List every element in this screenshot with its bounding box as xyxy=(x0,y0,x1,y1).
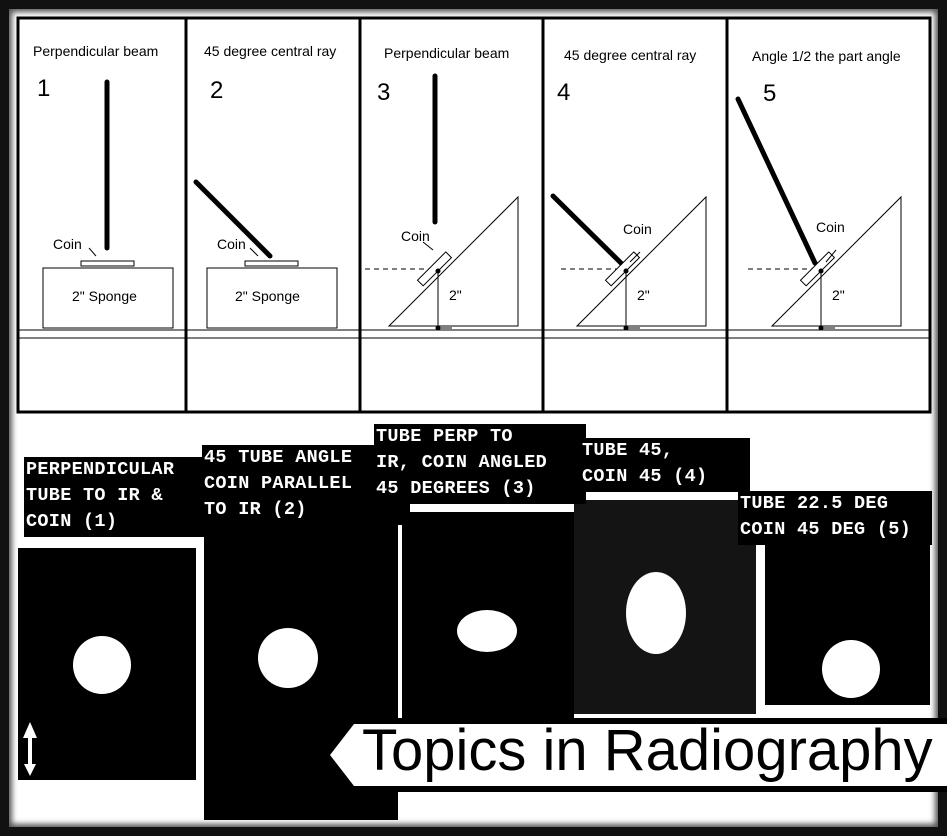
panel-3-number: 3 xyxy=(377,79,391,106)
caption-4: TUBE 45, COIN 45 (4) xyxy=(580,438,750,492)
title-banner xyxy=(320,718,947,792)
panel-5-title: Angle 1/2 the part angle xyxy=(752,48,901,64)
panel-5-height-label: 2" xyxy=(832,287,845,303)
panel-1-coin-label: Coin xyxy=(53,236,82,252)
panel-5-coin-label: Coin xyxy=(816,219,845,235)
coin-image-3 xyxy=(457,610,517,652)
coin-image-5 xyxy=(822,640,880,698)
tube-beam xyxy=(193,179,273,259)
caption-5: TUBE 22.5 DEG COIN 45 DEG (5) xyxy=(738,491,932,545)
caption-1: PERPENDICULAR TUBE TO IR & COIN (1) xyxy=(24,457,216,537)
panel-1-title: Perpendicular beam xyxy=(33,43,159,59)
panel-2-number: 2 xyxy=(210,77,224,104)
coin-pointer xyxy=(88,247,97,257)
angle-wedge xyxy=(575,195,707,327)
panel-1-sponge-label: 2" Sponge xyxy=(72,288,137,304)
sponge-block xyxy=(42,267,174,329)
coin xyxy=(80,260,135,267)
angle-wedge xyxy=(770,195,902,327)
up-arrow-icon xyxy=(23,722,37,776)
coin xyxy=(244,260,299,267)
panel-2-title: 45 degree central ray xyxy=(204,43,337,59)
coin-pointer xyxy=(422,241,434,251)
center-point xyxy=(818,268,824,274)
sponge-block xyxy=(206,267,338,329)
panel-3-coin-label: Coin xyxy=(401,228,430,244)
panel-4-coin-label: Coin xyxy=(623,221,652,237)
panel-3-height-label: 2" xyxy=(449,287,462,303)
panel-3-title: Perpendicular beam xyxy=(384,45,510,61)
coin-pointer xyxy=(629,251,641,263)
coin-image-2 xyxy=(258,628,318,688)
panel-4-number: 4 xyxy=(557,79,571,106)
panel-4-height-label: 2" xyxy=(637,287,650,303)
angle-wedge xyxy=(387,195,519,327)
coin-image-1 xyxy=(73,636,131,694)
panel-2-coin-label: Coin xyxy=(217,236,246,252)
coin-image-4 xyxy=(626,572,686,654)
panel-4-title: 45 degree central ray xyxy=(564,47,697,63)
coin-pointer xyxy=(249,247,259,257)
center-point xyxy=(435,268,441,274)
center-point xyxy=(623,268,629,274)
banner-title: Topics in Radiography xyxy=(362,718,933,783)
coin-pointer xyxy=(825,249,837,263)
caption-3: TUBE PERP TO IR, COIN ANGLED 45 DEGREES … xyxy=(374,424,586,504)
panel-1-number: 1 xyxy=(37,75,51,102)
tube-beam xyxy=(550,193,625,267)
panel-2-sponge-label: 2" Sponge xyxy=(235,288,300,304)
tube-beam xyxy=(735,96,818,266)
panel-5-number: 5 xyxy=(763,80,777,107)
diagram-border xyxy=(16,16,932,414)
